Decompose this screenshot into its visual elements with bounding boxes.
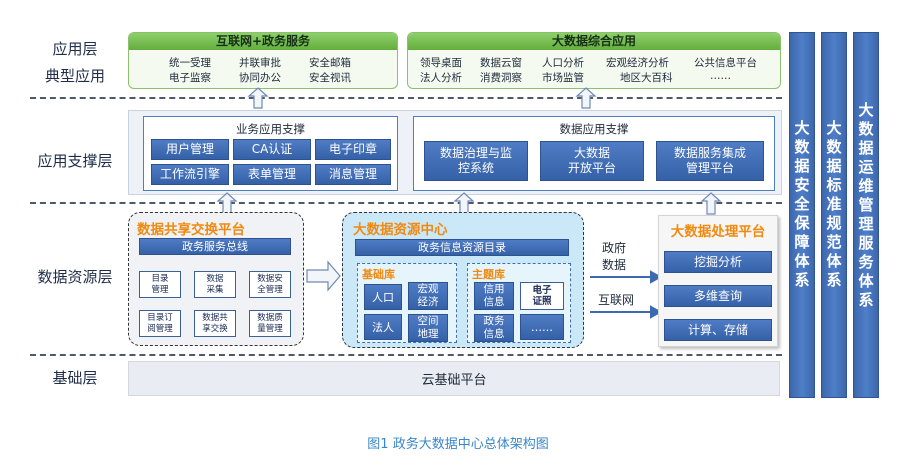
macro-economy-button[interactable]: 宏观 经济 xyxy=(408,282,448,310)
base-library-title: 基础库 xyxy=(362,268,395,281)
resource-catalog[interactable]: 政务信息资源目录 xyxy=(355,239,569,256)
resource-center: 大数据资源中心 政务信息资源目录 基础库 人口 宏观 经济 法人 空间 地理 主… xyxy=(342,212,584,348)
form-management-button[interactable]: 表单管理 xyxy=(233,164,311,185)
app-box-bigdata: 大数据综合应用 领导桌面 数据云窗 人口分析 宏观经济分析 公共信息平台 法人分… xyxy=(407,32,781,89)
credit-info-button[interactable]: 信用 信息 xyxy=(474,282,514,310)
layer-label-app: 应用层 xyxy=(52,40,98,58)
app-item: 市场监管 xyxy=(542,72,584,84)
processing-platform-title: 大数据处理平台 xyxy=(670,224,766,240)
support-panel: 业务应用支撑 用户管理 CA认证 电子印章 工作流引擎 表单管理 消息管理 数据… xyxy=(128,110,782,195)
layer-label-app-sub: 典型应用 xyxy=(44,67,105,85)
gov-service-bus[interactable]: 政务服务总线 xyxy=(139,238,291,255)
app-item: 并联审批 xyxy=(239,57,281,69)
population-button[interactable]: 人口 xyxy=(364,284,402,310)
message-management-button[interactable]: 消息管理 xyxy=(315,164,391,185)
layer-label-support: 应用支撑层 xyxy=(37,152,113,170)
base-library: 基础库 人口 宏观 经济 法人 空间 地理 xyxy=(357,263,457,343)
up-arrow-icon xyxy=(453,192,475,215)
catalog-management-tile[interactable]: 目录 管理 xyxy=(139,271,181,298)
separator-resource xyxy=(30,354,782,356)
app-item: 安全邮箱 xyxy=(309,57,351,69)
up-arrow-icon xyxy=(247,87,269,109)
app-item: 宏观经济分析 xyxy=(606,57,669,69)
up-arrow-icon xyxy=(216,192,238,215)
exchange-platform-title: 数据共享交换平台 xyxy=(137,222,245,238)
user-management-button[interactable]: 用户管理 xyxy=(151,139,229,160)
ops-pillar-label: 大 数 据 运 维 管 理 服 务 体 系 xyxy=(858,101,874,309)
security-pillar-label: 大 数 据 安 全 保 障 体 系 xyxy=(794,119,810,289)
app-item: 数据云窗 xyxy=(480,57,522,69)
theme-library: 主题库 信用 信息 电子 证照 政务 信息 …… xyxy=(467,263,571,343)
layer-label-resource: 数据资源层 xyxy=(37,268,113,286)
resource-center-title: 大数据资源中心 xyxy=(353,222,448,238)
app-item: 安全视讯 xyxy=(309,72,351,84)
app-box-internet-gov-title: 互联网+政务服务 xyxy=(129,33,397,50)
compute-storage-button[interactable]: 计算、存储 xyxy=(664,319,772,341)
separator-support xyxy=(30,202,782,204)
app-item: 统一受理 xyxy=(169,57,211,69)
data-quality-tile[interactable]: 数据质 量管理 xyxy=(249,310,291,337)
ops-pillar: 大 数 据 运 维 管 理 服 务 体 系 xyxy=(853,32,879,398)
service-integration-button[interactable]: 数据服务集成 管理平台 xyxy=(656,141,764,181)
app-item: 人口分析 xyxy=(542,57,584,69)
app-item: 地区大百科 xyxy=(620,72,673,84)
separator-app xyxy=(30,97,782,99)
mining-analysis-button[interactable]: 挖掘分析 xyxy=(664,251,772,273)
e-seal-button[interactable]: 电子印章 xyxy=(315,139,391,160)
data-security-tile[interactable]: 数据安 全管理 xyxy=(249,271,291,298)
arrowhead-icon xyxy=(650,305,663,319)
e-license-button[interactable]: 电子 证照 xyxy=(520,282,564,310)
processing-platform: 大数据处理平台 挖掘分析 多维查询 计算、存储 xyxy=(658,215,778,347)
exchange-platform: 数据共享交换平台 政务服务总线 目录 管理 数据 采集 数据安 全管理 目录订 … xyxy=(128,212,304,346)
legal-person-button[interactable]: 法人 xyxy=(364,314,402,340)
up-arrow-icon xyxy=(700,192,722,215)
app-item: 电子监察 xyxy=(169,72,211,84)
data-collection-tile[interactable]: 数据 采集 xyxy=(194,271,236,298)
figure-caption: 图1 政务大数据中心总体架构图 xyxy=(367,437,549,452)
more-button[interactable]: …… xyxy=(520,314,564,340)
data-support-title: 数据应用支撑 xyxy=(559,122,629,136)
app-item: 协同办公 xyxy=(239,72,281,84)
cloud-platform: 云基础平台 xyxy=(128,361,780,396)
catalog-subscription-tile[interactable]: 目录订 阅管理 xyxy=(139,310,181,337)
standards-pillar: 大 数 据 标 准 规 范 体 系 xyxy=(821,32,847,398)
internet-label: 互联网 xyxy=(598,293,635,307)
security-pillar: 大 数 据 安 全 保 障 体 系 xyxy=(789,32,815,398)
theme-library-title: 主题库 xyxy=(472,268,505,281)
data-support: 数据应用支撑 数据治理与监 控系统 大数据 开放平台 数据服务集成 管理平台 xyxy=(413,116,775,191)
workflow-engine-button[interactable]: 工作流引擎 xyxy=(151,164,229,185)
open-platform-button[interactable]: 大数据 开放平台 xyxy=(540,141,644,181)
business-support: 业务应用支撑 用户管理 CA认证 电子印章 工作流引擎 表单管理 消息管理 xyxy=(143,116,398,191)
app-item: 消费洞察 xyxy=(480,72,522,84)
data-sharing-tile[interactable]: 数据共 享交换 xyxy=(194,310,236,337)
gov-info-button[interactable]: 政务 信息 xyxy=(474,314,514,342)
app-item: 领导桌面 xyxy=(420,57,462,69)
up-arrow-icon xyxy=(575,87,597,109)
layer-label-base: 基础层 xyxy=(52,369,98,387)
app-item: …… xyxy=(710,70,731,82)
app-box-internet-gov: 互联网+政务服务 统一受理 并联审批 安全邮箱 电子监察 协同办公 安全视讯 xyxy=(128,32,398,89)
ca-auth-button[interactable]: CA认证 xyxy=(233,139,311,160)
app-box-bigdata-title: 大数据综合应用 xyxy=(408,33,780,50)
olap-query-button[interactable]: 多维查询 xyxy=(664,285,772,307)
spatial-geo-button[interactable]: 空间 地理 xyxy=(408,314,448,342)
arrowhead-icon xyxy=(650,270,663,284)
business-support-title: 业务应用支撑 xyxy=(236,122,305,136)
data-governance-button[interactable]: 数据治理与监 控系统 xyxy=(424,141,528,181)
right-arrow-icon xyxy=(306,260,341,292)
standards-pillar-label: 大 数 据 标 准 规 范 体 系 xyxy=(826,119,842,289)
app-item: 公共信息平台 xyxy=(694,57,757,69)
app-item: 法人分析 xyxy=(420,72,462,84)
gov-data-label: 政府 数据 xyxy=(602,241,627,272)
